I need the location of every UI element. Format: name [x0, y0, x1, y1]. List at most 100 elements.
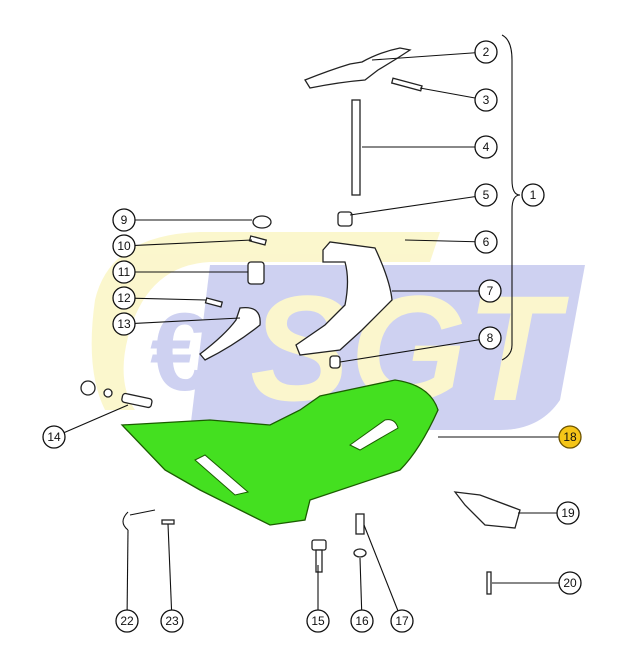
leader-line-12: [123, 297, 207, 301]
callout-circle: [474, 135, 498, 159]
callout-circle: [474, 40, 498, 64]
callout-label: 2: [483, 45, 490, 59]
part-13-lever: [199, 306, 261, 361]
part-18-guard-highlighted[interactable]: [120, 379, 439, 526]
callout-label: 22: [120, 614, 134, 628]
callout-2[interactable]: 2: [474, 40, 498, 64]
part-4-shaft: [351, 99, 361, 196]
part-15-bolt: [315, 549, 323, 573]
callout-circle: [474, 183, 498, 207]
leader-line-14: [53, 404, 129, 438]
callout-1[interactable]: 1: [521, 183, 545, 207]
callout-circle: [556, 501, 580, 525]
group-bracket: [501, 34, 521, 361]
leader-line-17: [363, 524, 403, 622]
callout-label: 6: [483, 235, 490, 249]
callout-label: 9: [121, 213, 128, 227]
callout-label: 11: [118, 265, 131, 279]
callout-7[interactable]: 7: [478, 279, 502, 303]
part-23-pin: [161, 519, 175, 525]
callout-circle: [350, 609, 374, 633]
callout-14[interactable]: 14: [42, 425, 66, 449]
callout-circle: [42, 425, 66, 449]
callout-label: 15: [311, 614, 325, 628]
part-8-nut: [329, 355, 341, 369]
part-5-bushing: [337, 211, 353, 227]
part-12-pin: [204, 297, 224, 308]
callout-circle: [558, 571, 582, 595]
callout-circle: [558, 425, 582, 449]
callout-label: 10: [117, 239, 131, 253]
callout-18[interactable]: 18: [558, 425, 582, 449]
callout-label: 16: [355, 614, 369, 628]
callout-4[interactable]: 4: [474, 135, 498, 159]
part-19-bracket: [453, 491, 521, 529]
callout-16[interactable]: 16: [350, 609, 374, 633]
part-15-bolt-head: [311, 539, 327, 551]
part-10-pin: [248, 235, 268, 246]
callout-label: 1: [530, 188, 537, 202]
leader-line-6: [404, 239, 487, 243]
callout-circle: [521, 183, 545, 207]
callout-13[interactable]: 13: [112, 312, 136, 336]
part-2-handle: [304, 47, 412, 89]
part-14-washer: [103, 388, 113, 398]
leader-line-13: [123, 317, 241, 325]
callout-9[interactable]: 9: [112, 208, 136, 232]
callout-11[interactable]: 11: [112, 260, 136, 284]
part-14-bolt: [121, 392, 153, 409]
callout-circle: [160, 609, 184, 633]
callout-label: 4: [483, 140, 490, 154]
callout-label: 19: [561, 506, 575, 520]
part-20-bolt: [486, 571, 492, 595]
callout-circle: [478, 326, 502, 350]
callout-circle: [115, 609, 139, 633]
callout-label: 18: [563, 430, 577, 444]
callout-label: 23: [165, 614, 179, 628]
callout-circle: [112, 208, 136, 232]
callout-circle: [112, 234, 136, 258]
leader-line-22: [126, 529, 129, 622]
callout-19[interactable]: 19: [556, 501, 580, 525]
leader-line-23: [167, 523, 173, 622]
callout-label: 13: [117, 317, 131, 331]
callout-22[interactable]: 22: [115, 609, 139, 633]
part-14-nut: [80, 380, 96, 396]
callout-circle: [112, 260, 136, 284]
callout-circle: [474, 230, 498, 254]
part-7-bracket: [295, 241, 393, 356]
part-9-nut: [252, 215, 272, 229]
callout-label: 8: [487, 331, 494, 345]
callout-circle: [306, 609, 330, 633]
callout-8[interactable]: 8: [478, 326, 502, 350]
callout-label: 5: [483, 188, 490, 202]
leader-line-8: [339, 337, 491, 363]
callout-label: 14: [47, 430, 61, 444]
callout-3[interactable]: 3: [474, 88, 498, 112]
callout-circle: [112, 312, 136, 336]
leader-line-5: [349, 194, 487, 216]
callout-circle: [478, 279, 502, 303]
callout-17[interactable]: 17: [390, 609, 414, 633]
part-18-opening: [194, 454, 250, 496]
callout-15[interactable]: 15: [306, 609, 330, 633]
callout-10[interactable]: 10: [112, 234, 136, 258]
callout-20[interactable]: 20: [558, 571, 582, 595]
part-16-washer: [353, 548, 367, 558]
callout-5[interactable]: 5: [474, 183, 498, 207]
callout-label: 12: [117, 291, 131, 305]
callout-23[interactable]: 23: [160, 609, 184, 633]
leader-line-2: [371, 51, 487, 61]
callout-label: 20: [563, 576, 577, 590]
part-3-pin: [390, 77, 423, 92]
callout-circle: [112, 286, 136, 310]
part-22-clip: [122, 509, 156, 531]
callout-6[interactable]: 6: [474, 230, 498, 254]
callout-label: 17: [395, 614, 409, 628]
callout-label: 7: [487, 284, 494, 298]
callout-12[interactable]: 12: [112, 286, 136, 310]
callout-label: 3: [483, 93, 490, 107]
